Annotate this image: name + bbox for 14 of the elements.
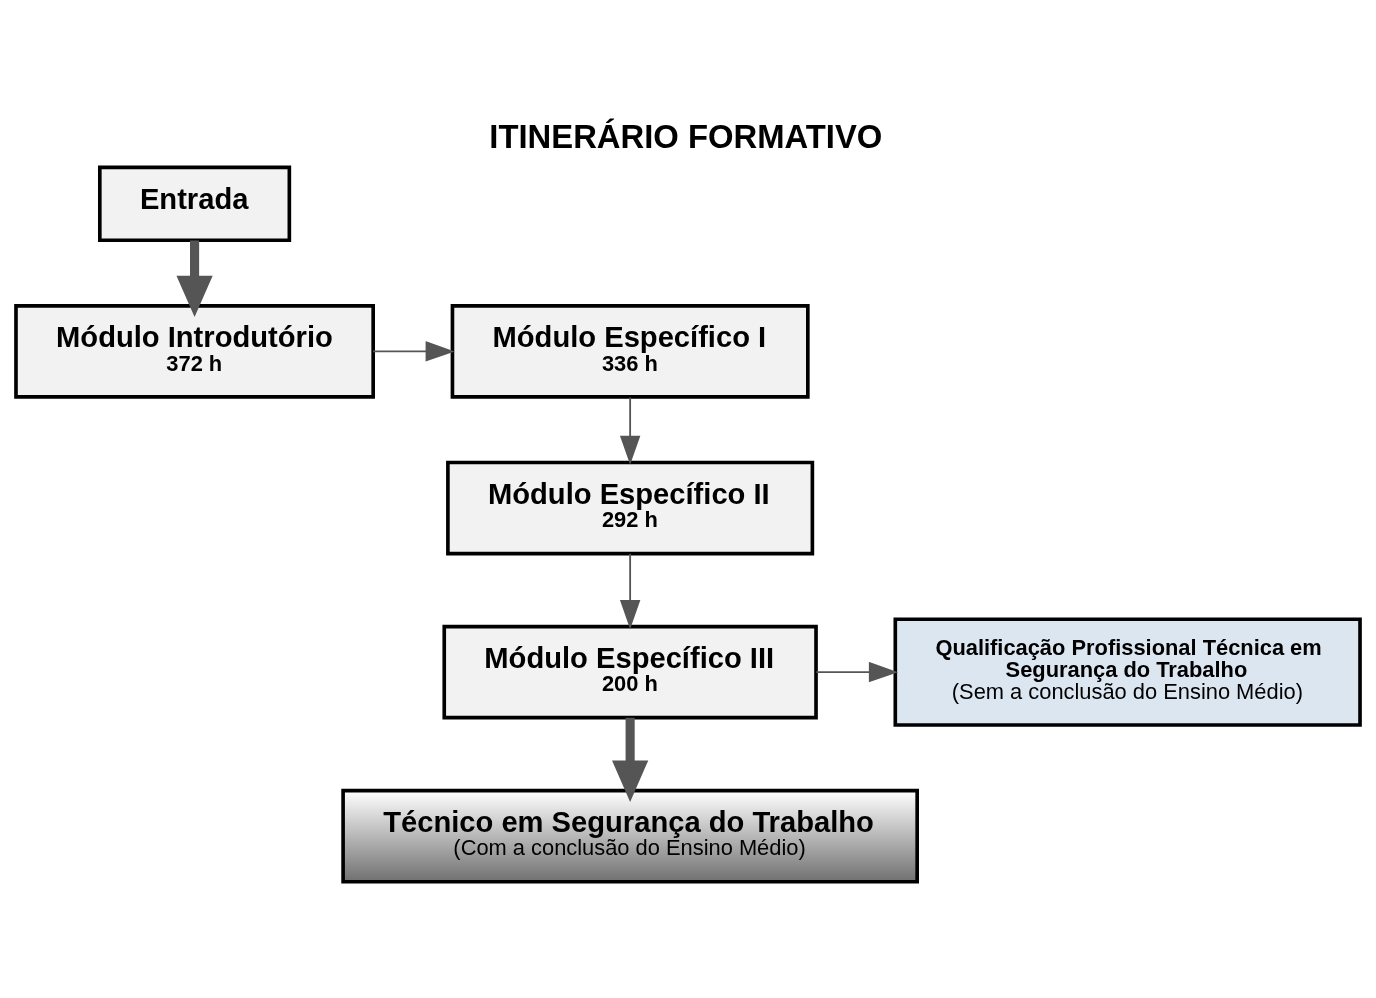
arrow [372, 341, 455, 362]
node-box: Entrada [98, 165, 292, 243]
node-box: Módulo Específico III 200 h [442, 624, 818, 720]
node-box: Módulo Específico II 292 h [446, 460, 815, 556]
arrow [619, 396, 641, 465]
node-box: Técnico em Segurança do Trabalho (Com a conclusão do Ensino Médio) [341, 788, 919, 884]
node-box: Módulo Específico I 336 h [450, 304, 810, 399]
diagram-title: ITINERÁRIO FORMATIVO [489, 118, 883, 155]
arrow [619, 552, 641, 630]
arrow [612, 717, 649, 802]
arrow [815, 661, 899, 683]
arrow [176, 240, 213, 318]
node-box: Módulo Introdutório 372 h [14, 304, 375, 399]
node-box: Qualificação Profissional Técnica em Segurança do Trabalho (Sem a conclusão do Ensino Médio) [893, 617, 1362, 727]
